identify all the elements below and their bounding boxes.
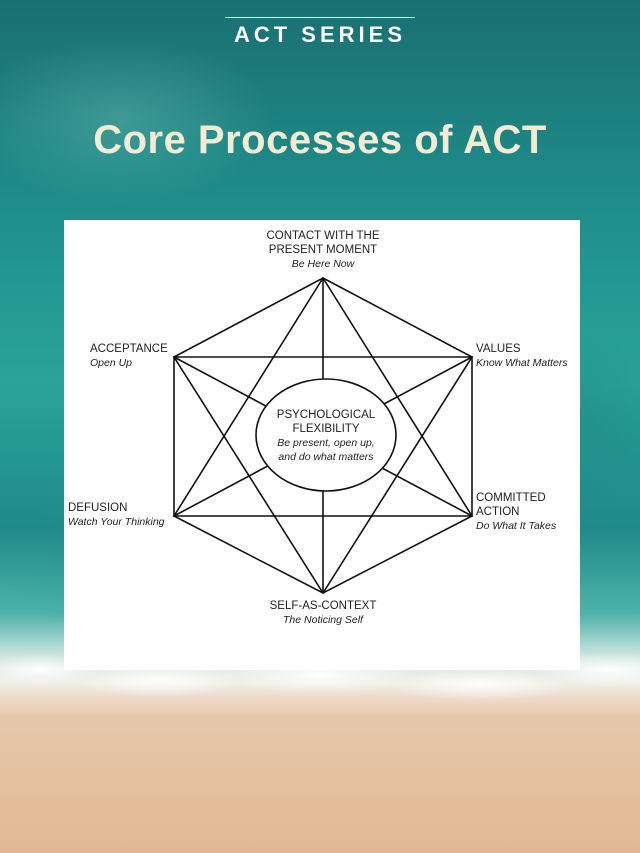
node-committed-action-label: COMMITTED ACTION Do What It Takes	[476, 492, 557, 532]
series-label: ACT SERIES	[233, 22, 407, 47]
node-values-label: VALUES Know What Matters	[476, 343, 568, 369]
center-ellipse	[255, 378, 397, 492]
node-top-label: CONTACT WITH THE PRESENT MOMENT Be Here …	[266, 230, 380, 270]
series-divider	[225, 17, 415, 18]
center-label: PSYCHOLOGICAL FLEXIBILITY Be present, op…	[276, 409, 376, 463]
page-title: Core Processes of ACT	[93, 118, 547, 162]
hexaflex-diagram	[172, 276, 474, 595]
node-self-as-context-label: SELF-AS-CONTEXT The Noticing Self	[269, 600, 377, 626]
node-defusion-label: DEFUSION Watch Your Thinking	[68, 502, 165, 528]
diagram-card: CONTACT WITH THE PRESENT MOMENT Be Here …	[64, 220, 580, 670]
node-acceptance-label: ACCEPTANCE Open Up	[90, 343, 168, 369]
